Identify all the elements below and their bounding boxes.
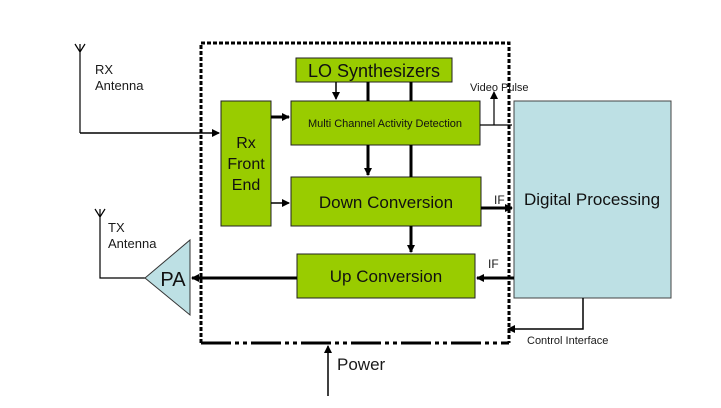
video-pulse-label: Video Pulse bbox=[470, 82, 529, 94]
pa-label: PA bbox=[160, 269, 186, 291]
if-up-label: IF bbox=[488, 257, 499, 271]
rx-front-end-label-3: End bbox=[232, 177, 260, 194]
control-interface-line bbox=[507, 298, 584, 333]
digital-processing-block: Digital Processing bbox=[513, 100, 672, 299]
power-label: Power bbox=[337, 355, 386, 374]
rx-antenna-icon bbox=[74, 43, 86, 133]
rx-antenna-label-2: Antenna bbox=[95, 78, 144, 93]
power-amplifier-block: PA bbox=[144, 238, 191, 317]
rx-antenna-label-1: RX bbox=[95, 62, 113, 77]
if-down-label: IF bbox=[494, 193, 505, 207]
tx-antenna-label-2: Antenna bbox=[108, 236, 157, 251]
tx-antenna-icon bbox=[94, 208, 145, 279]
rx-front-end-block: Rx Front End bbox=[220, 100, 272, 227]
mcad-label: Multi Channel Activity Detection bbox=[308, 118, 462, 130]
rx-front-end-label-1: Rx bbox=[236, 135, 256, 152]
down-conversion-label: Down Conversion bbox=[319, 193, 453, 212]
lo-synthesizers-block: LO Synthesizers bbox=[295, 57, 453, 83]
video-pulse-line bbox=[480, 92, 512, 126]
up-conversion-label: Up Conversion bbox=[330, 267, 442, 286]
rf-subsystem-boundary bbox=[199, 41, 511, 345]
multi-channel-activity-detection-block: Multi Channel Activity Detection bbox=[290, 100, 481, 146]
lo-synthesizers-label: LO Synthesizers bbox=[308, 61, 440, 81]
tx-antenna-label-1: TX bbox=[108, 220, 125, 235]
control-interface-label: Control Interface bbox=[527, 335, 608, 347]
rx-front-end-label-2: Front bbox=[227, 156, 265, 173]
digital-processing-label: Digital Processing bbox=[524, 190, 660, 209]
down-conversion-block: Down Conversion bbox=[290, 176, 482, 227]
up-conversion-block: Up Conversion bbox=[296, 253, 476, 299]
